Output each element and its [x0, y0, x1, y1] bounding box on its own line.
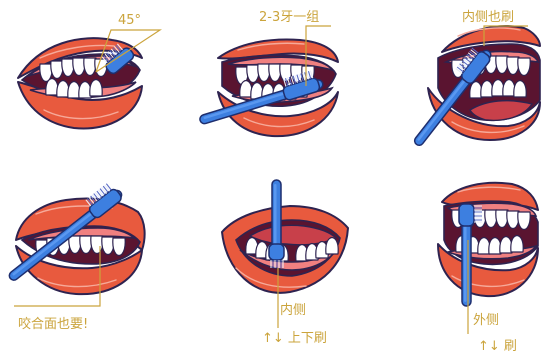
label-front-inner-title: 内侧: [280, 302, 306, 318]
panel-front-inner: 内侧 ↑↓ 上下刷: [222, 180, 348, 346]
label-chewing-surface: 咬合面也要!: [18, 316, 88, 332]
panel-group-2-3: 2-3牙一组: [196, 10, 338, 136]
label-front-inner-motion: ↑↓ 上下刷: [262, 331, 327, 346]
panel-front-outer: 外侧 ↑↓ 刷: [438, 183, 538, 354]
panel-inner-surface: 内侧也刷: [404, 9, 540, 148]
label-angle-45: 45°: [118, 13, 141, 28]
label-group-2-3: 2-3牙一组: [259, 10, 319, 25]
panel-outer-45: 45°: [18, 13, 160, 129]
toothbrush-icon: [269, 180, 284, 268]
label-front-outer-motion: ↑↓ 刷: [478, 339, 517, 354]
label-inner-surface: 内侧也刷: [462, 9, 514, 25]
panel-chewing-surface: 咬合面也要!: [1, 180, 145, 332]
label-front-outer-title: 外侧: [473, 313, 499, 328]
